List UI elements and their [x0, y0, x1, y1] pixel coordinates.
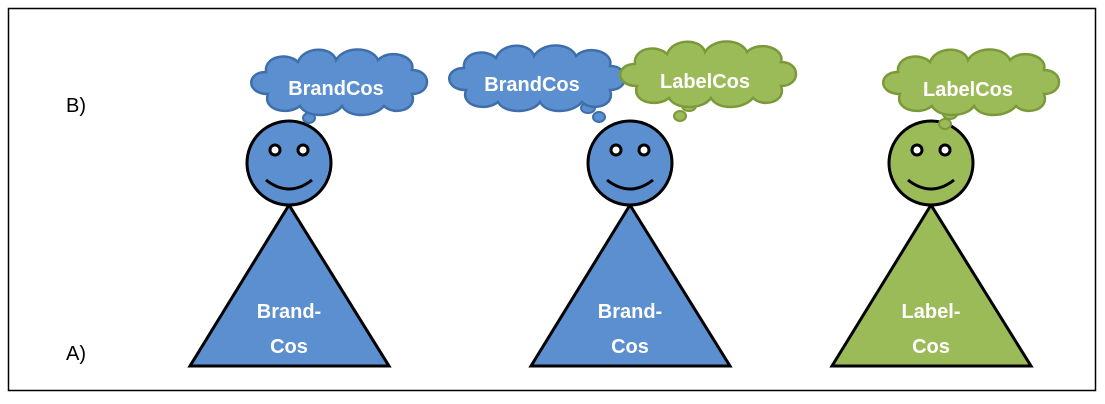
- row-label-a: A): [66, 343, 86, 365]
- figure-3-cloud-text: LabelCos: [923, 79, 1013, 101]
- figure-3-eye-right: [938, 143, 952, 157]
- figure-2-cloud-green-text: LabelCos: [660, 71, 750, 93]
- figure-2-smile: [606, 178, 654, 191]
- figure-1-body-label-line2: Cos: [270, 336, 308, 358]
- figure-3-head: [887, 119, 975, 207]
- figure-3-thought-cloud: LabelCos: [881, 48, 1061, 130]
- figure-3: Label- Cos LabelCos: [829, 48, 1061, 368]
- figure-2-thought-cloud-blue: BrandCos: [447, 44, 627, 123]
- figure-1-body: [187, 202, 392, 368]
- figure-2-eye-left: [609, 143, 623, 157]
- figure-2: Brand- Cos BrandCos LabelCos: [447, 40, 798, 368]
- row-label-b: B): [66, 95, 86, 117]
- figure-1: Brand- Cos BrandCos: [187, 48, 429, 368]
- border-frame: [7, 7, 1097, 392]
- figure-3-body-label-line2: Cos: [912, 336, 950, 358]
- figure-2-body: [528, 202, 733, 368]
- figure-2-eye-right: [637, 143, 651, 157]
- figure-2-body-label-line1: Brand-: [598, 301, 662, 323]
- figure-1-cloud-text: BrandCos: [288, 78, 384, 100]
- figure-3-smile: [907, 178, 955, 191]
- figure-1-eye-right: [296, 143, 310, 157]
- figure-3-body: [829, 202, 1034, 368]
- figure-2-head: [586, 119, 674, 207]
- figure-2-body-label-line2: Cos: [611, 336, 649, 358]
- figure-1-thought-cloud: BrandCos: [249, 48, 429, 124]
- figure-2-thought-cloud-green: LabelCos: [618, 40, 798, 122]
- figure-1-eye-left: [268, 143, 282, 157]
- figure-3-eye-left: [910, 143, 924, 157]
- figure-1-smile: [265, 178, 313, 191]
- figure-2-cloud-blue-text: BrandCos: [484, 74, 580, 96]
- figure-1-body-label-line1: Brand-: [257, 301, 321, 323]
- figure-3-body-label-line1: Label-: [902, 301, 961, 323]
- figure-1-head: [245, 119, 333, 207]
